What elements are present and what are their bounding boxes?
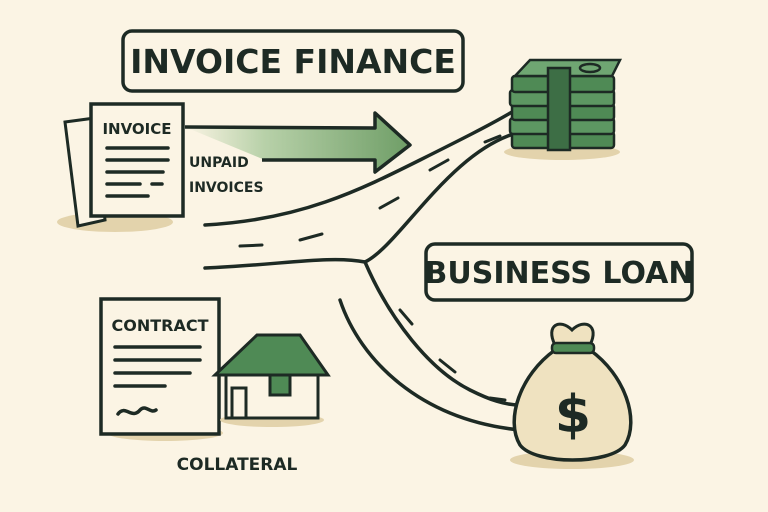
invoice-finance-title-box: INVOICE FINANCE [121, 29, 465, 93]
contract-document-icon: CONTRACT [99, 297, 223, 441]
collateral-caption: COLLATERAL [177, 455, 298, 475]
money-bag-icon: $ [510, 322, 634, 469]
contract-doc-label: CONTRACT [111, 316, 208, 335]
invoice-document-icon: INVOICE [57, 102, 185, 232]
business-loan-title: BUSINESS LOAN [425, 256, 694, 291]
road [203, 110, 522, 432]
unpaid-label-line2: INVOICES [189, 180, 264, 196]
unpaid-label-line1: UNPAID [189, 155, 249, 171]
business-loan-box: BUSINESS LOAN [424, 242, 694, 302]
cash-stack-icon [504, 58, 623, 160]
dollar-sign: $ [555, 385, 591, 445]
page-title: INVOICE FINANCE [130, 42, 456, 81]
invoice-doc-label: INVOICE [102, 120, 171, 138]
arrow-to-cash-icon: UNPAID INVOICES [184, 111, 412, 196]
house-icon [211, 333, 331, 427]
